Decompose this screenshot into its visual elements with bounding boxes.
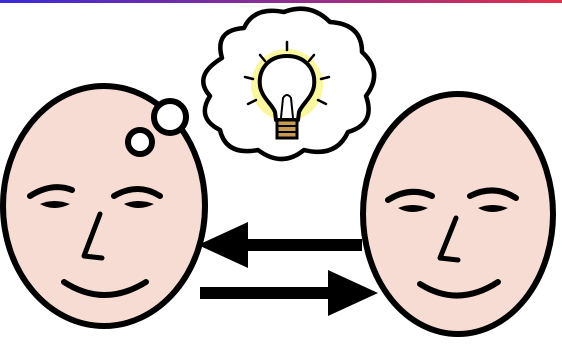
bulb-base	[277, 120, 297, 138]
arrow-right-icon	[200, 270, 378, 316]
small-thought-circle	[128, 130, 152, 154]
arrow-left-shaft	[246, 239, 362, 251]
arrow-right-head	[328, 270, 378, 316]
listening-face-icon	[363, 94, 553, 334]
medium-thought-circle	[154, 101, 186, 133]
arrow-right-shaft	[200, 287, 330, 299]
arrow-left-icon	[198, 222, 362, 268]
